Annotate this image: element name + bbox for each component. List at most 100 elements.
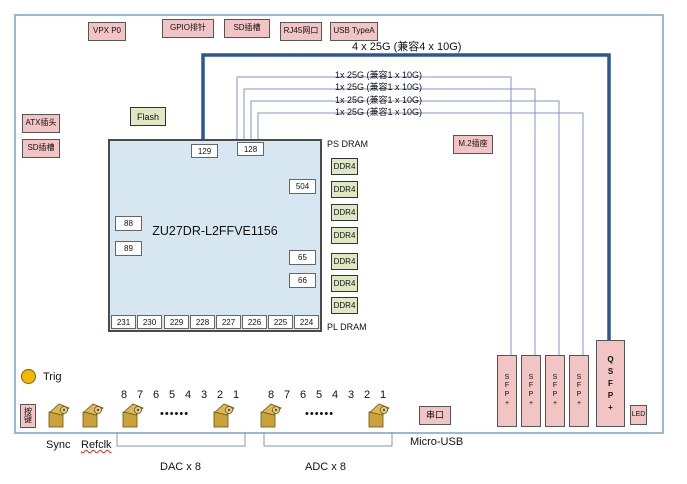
channel-number: 3 (348, 389, 355, 401)
chip-port-89: 89 (115, 241, 142, 256)
atx-header-box: ATX插头 (22, 114, 60, 133)
sfp-link-label-1: 1x 25G (兼容1 x 10G) (335, 70, 423, 80)
refclk-label: Refclk (81, 439, 112, 451)
chip-port-65: 65 (289, 250, 316, 265)
gpio-header-box: GPIO排针 (162, 19, 214, 38)
dac-label: DAC x 8 (160, 461, 201, 473)
sfp-letter: S (552, 373, 558, 381)
adc-dots: •••••• (305, 408, 335, 420)
chip-port-88: 88 (115, 216, 142, 231)
micro-usb-label: Micro-USB (410, 436, 464, 448)
fpga-chip (108, 139, 322, 332)
chip-port-128: 128 (237, 142, 264, 156)
ddr4-chip-pl-3: DDR4 (331, 297, 358, 314)
sfp-line-2 (243, 88, 536, 355)
channel-number: 5 (169, 389, 176, 401)
channel-number: 7 (284, 389, 291, 401)
sma-connector-icon (82, 403, 104, 428)
sfp-letter: P (576, 391, 582, 398)
sfp-letter: F (576, 382, 582, 390)
sfp-letter: S (576, 373, 582, 381)
chip-port-504: 504 (289, 179, 316, 194)
sma-connector-icon (260, 403, 282, 428)
sfp-line-4 (257, 112, 584, 355)
channel-number: 8 (121, 389, 128, 401)
push-button-box: 按键 (20, 404, 36, 428)
sfp-letter: + (528, 399, 534, 407)
sfp-letter: + (504, 399, 510, 407)
dac-channel-numbers: 8 7 6 5 4 3 2 1 (121, 389, 249, 401)
ddr4-chip-ps-3: DDR4 (331, 204, 358, 221)
ddr4-chip-ps-4: DDR4 (331, 227, 358, 244)
channel-number: 6 (153, 389, 160, 401)
vpx-p0-box: VPX P0 (88, 22, 126, 41)
usb-typea-box: USB TypeA (330, 22, 378, 41)
qsfp-letter: P (607, 390, 614, 400)
sfp-letter: S (528, 373, 534, 381)
sma-connector-icon (122, 403, 144, 428)
sfp-letter: F (504, 382, 510, 390)
board-outline (14, 14, 664, 434)
chip-port-231: 231 (111, 315, 136, 329)
channel-number: 4 (332, 389, 339, 401)
sfp-link-label-3: 1x 25G (兼容1 x 10G) (335, 95, 423, 105)
qsfp-letter: Q (607, 354, 614, 364)
chip-port-229: 229 (164, 315, 189, 329)
channel-number: 4 (185, 389, 192, 401)
ps-dram-label: PS DRAM (327, 139, 369, 149)
pl-dram-label: PL DRAM (327, 322, 367, 332)
chip-port-230: 230 (137, 315, 162, 329)
sfp-line-3 (250, 100, 560, 355)
dac-dots: •••••• (160, 408, 190, 420)
chip-port-66: 66 (289, 273, 316, 288)
ddr4-chip-pl-1: DDR4 (331, 253, 358, 270)
qsfp-letter: F (608, 378, 613, 388)
channel-number: 5 (316, 389, 323, 401)
adc-bracket (263, 432, 393, 447)
ddr4-chip-pl-2: DDR4 (331, 275, 358, 292)
channel-number: 8 (268, 389, 275, 401)
adc-channel-numbers: 8 7 6 5 4 3 2 1 (268, 389, 396, 401)
sfp-letter: F (552, 382, 558, 390)
qsfp-link-label: 4 x 25G (兼容4 x 10G) (352, 41, 462, 53)
qsfp-bus-line (201, 53, 611, 340)
chip-port-228: 228 (190, 315, 215, 329)
sd-slot-top-box: SD插槽 (224, 19, 270, 38)
sfp-letter: + (552, 399, 558, 407)
sync-label: Sync (46, 439, 71, 451)
m2-slot-box: M.2插座 (453, 135, 493, 154)
sfp-letter: P (552, 391, 558, 398)
sfp-letter: P (504, 391, 510, 398)
channel-number: 3 (201, 389, 208, 401)
sfp-letter: P (528, 391, 534, 398)
rj45-box: RJ45网口 (280, 22, 322, 41)
sfp-letter: F (528, 382, 534, 390)
flash-box: Flash (130, 107, 166, 126)
trig-indicator-icon (21, 369, 36, 384)
chip-name: ZU27DR-L2FFVE1156 (152, 224, 278, 238)
sfp-line-1 (236, 76, 512, 355)
qsfp-letter: + (608, 402, 613, 412)
channel-number: 2 (217, 389, 224, 401)
sfp-link-label-2: 1x 25G (兼容1 x 10G) (335, 82, 423, 92)
channel-number: 6 (300, 389, 307, 401)
adc-label: ADC x 8 (305, 461, 346, 473)
sd-slot-left-box: SD插槽 (22, 139, 60, 158)
chip-port-227: 227 (216, 315, 241, 329)
sfp-link-label-4: 1x 25G (兼容1 x 10G) (335, 107, 423, 117)
channel-number: 2 (364, 389, 371, 401)
sfp-letter: S (504, 373, 510, 381)
sma-connector-icon (48, 403, 70, 428)
channel-number: 7 (137, 389, 144, 401)
sfp-letter: + (576, 399, 582, 407)
chip-port-226: 226 (242, 315, 267, 329)
channel-number: 1 (380, 389, 387, 401)
trig-label: Trig (43, 371, 62, 383)
sma-connector-icon (213, 403, 235, 428)
dac-bracket (116, 432, 246, 447)
